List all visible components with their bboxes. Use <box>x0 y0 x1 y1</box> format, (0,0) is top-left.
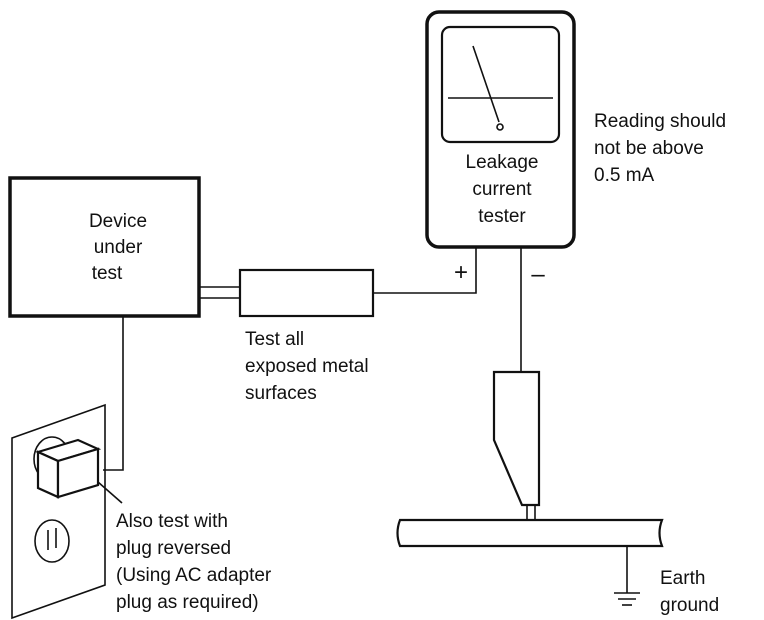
tester-label-line-2: current <box>472 179 532 200</box>
earth-ground-icon <box>614 546 640 606</box>
test-surfaces-line-3: surfaces <box>245 383 317 404</box>
leakage-current-tester: Leakage current tester <box>425 10 576 249</box>
plug-note-line-1: Also test with <box>116 511 228 532</box>
tester-label-line-3: tester <box>478 206 526 227</box>
plus-lead <box>373 247 477 294</box>
reading-note: Reading should not be above 0.5 mA <box>594 111 726 186</box>
plus-terminal-sign: + <box>454 259 468 286</box>
ground-clamp <box>492 370 541 520</box>
plug-reversed-note: Also test with plug reversed (Using AC a… <box>116 511 272 613</box>
tester-label-line-1: Leakage <box>466 152 539 173</box>
plug-note-line-4: plug as required) <box>116 592 259 613</box>
power-cord <box>103 316 124 471</box>
meter-dial <box>440 25 561 144</box>
earth-ground-bar <box>396 518 664 548</box>
plug-icon <box>34 438 102 499</box>
reading-note-line-1: Reading should <box>594 111 726 132</box>
test-probe <box>238 268 375 318</box>
plug-note-line-3: (Using AC adapter <box>116 565 272 586</box>
reading-note-line-3: 0.5 mA <box>594 165 655 186</box>
device-under-test: Device under test <box>8 176 201 318</box>
device-label-line-1: Device <box>89 211 147 232</box>
wall-outlet <box>11 403 106 620</box>
earth-ground-label-line-2: ground <box>660 595 719 616</box>
device-label-line-3: test <box>92 263 123 284</box>
plug-note-pointer <box>97 481 123 504</box>
earth-ground-label-line-1: Earth <box>660 568 705 589</box>
outlet-receptacle <box>34 519 70 563</box>
reading-note-line-2: not be above <box>594 138 704 159</box>
device-label-line-2: under <box>94 237 143 258</box>
test-surfaces-line-1: Test all <box>245 329 304 350</box>
test-surfaces-note: Test all exposed metal surfaces <box>245 329 369 404</box>
meter-needle <box>472 45 500 123</box>
test-surfaces-line-2: exposed metal <box>245 356 369 377</box>
minus-terminal-sign: – <box>531 261 545 288</box>
plug-note-line-2: plug reversed <box>116 538 231 559</box>
